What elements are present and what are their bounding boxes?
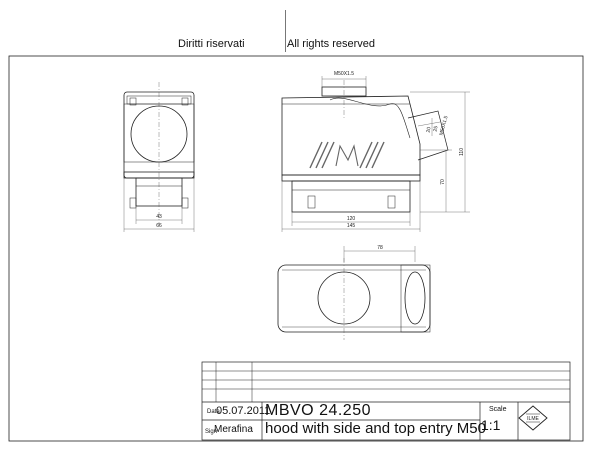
dim-145: 145 — [347, 223, 356, 229]
scale-value: 1:1 — [481, 417, 501, 433]
drafter-name: Merafina — [214, 424, 253, 435]
dim-120: 120 — [347, 216, 356, 222]
header-divider — [285, 10, 286, 52]
dim-78: 78 — [377, 245, 383, 251]
drawing-frame — [8, 55, 584, 442]
dim-66: 66 — [156, 223, 162, 229]
side-view-logo — [309, 141, 385, 169]
dim-20: 20 — [426, 126, 433, 133]
side-view — [281, 80, 449, 213]
title-block — [201, 361, 571, 441]
dim-25: 25 — [433, 125, 440, 132]
logo-text: ILME — [527, 416, 539, 422]
dim-43: 43 — [156, 214, 162, 220]
rights-reserved-en: All rights reserved — [287, 38, 376, 50]
dim-70: 70 — [440, 179, 446, 185]
dim-thread-top: M50X1.5 — [334, 71, 354, 77]
dim-thread-side: M50X1.5 — [439, 115, 450, 136]
end-view — [123, 82, 195, 225]
side-view-dimensions — [281, 76, 470, 232]
drawing-description: hood with side and top entry M50 — [265, 420, 486, 437]
end-view-dimensions — [123, 178, 195, 232]
scale-label: Scale — [489, 406, 507, 413]
dim-110: 110 — [459, 148, 465, 156]
date-label: Data — [207, 409, 220, 415]
ilme-logo — [518, 405, 548, 431]
top-view-dimensions — [343, 246, 416, 262]
sign-label: Sign — [205, 429, 218, 435]
top-view — [277, 258, 431, 340]
drawing-code: MBVO 24.250 — [265, 402, 371, 419]
rights-reserved-it: Diritti riservati — [178, 38, 245, 50]
drawing-date: 05.07.2011 — [216, 405, 271, 417]
